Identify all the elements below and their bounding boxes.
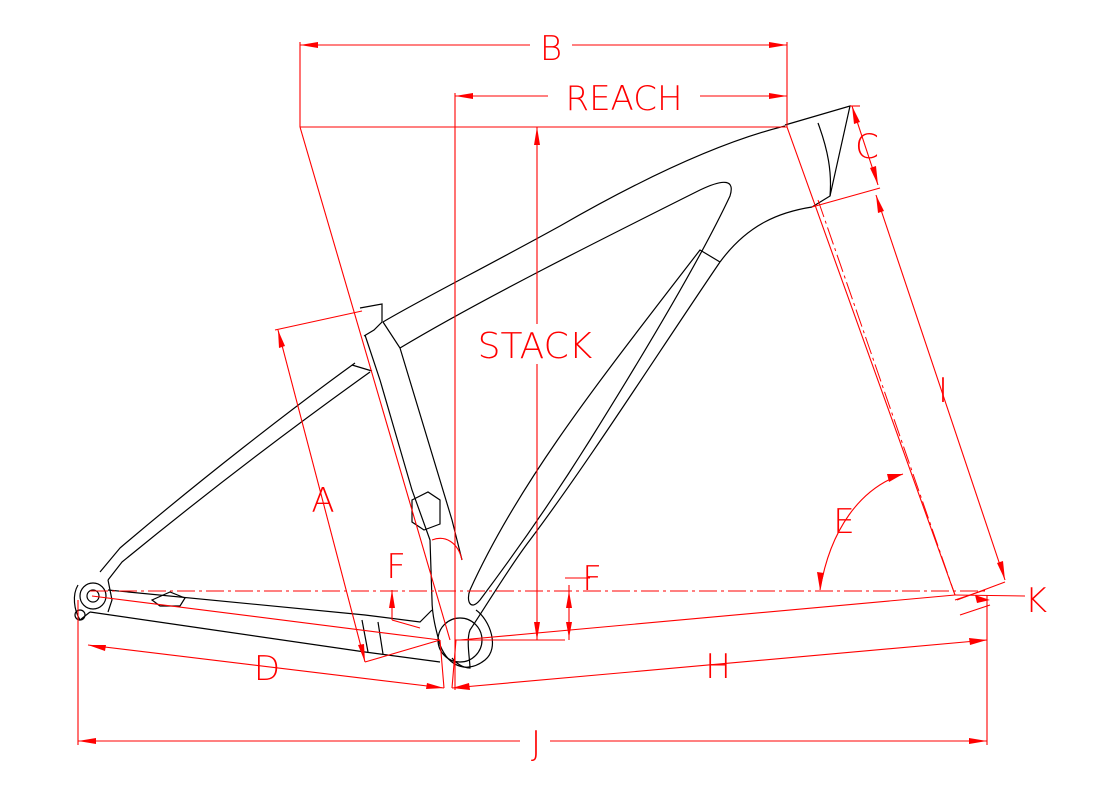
label-a: A — [311, 481, 334, 521]
dim-f-left-arc — [431, 537, 463, 561]
dim-a-line — [277, 329, 366, 663]
brake-mount — [150, 591, 186, 607]
dim-h-bb-ext — [451, 639, 457, 689]
head-tube-inner-curve — [817, 122, 832, 197]
label-k: K — [1025, 581, 1047, 621]
bb-vertical-ref — [364, 639, 441, 663]
seat-tube-front — [382, 321, 463, 561]
label-e: E — [833, 502, 854, 542]
top-tube-upper — [382, 125, 786, 323]
head-axis-centerline — [817, 199, 956, 596]
label-reach: REACH — [565, 79, 682, 119]
dim-k-line — [954, 594, 1026, 597]
dim-c-ext-bottom — [811, 187, 881, 208]
top-tube-lower — [719, 206, 813, 263]
dimension-labels: B REACH C STACK I A E F F K D H J — [254, 28, 1047, 764]
seat-stay-lower — [107, 371, 371, 581]
seat-axis — [299, 126, 451, 641]
cable-guide — [411, 491, 441, 531]
label-j: J — [531, 724, 541, 764]
bb-to-front-axle — [459, 594, 956, 641]
dim-a-ext — [274, 310, 363, 331]
seat-clamp — [359, 303, 383, 337]
label-c: C — [855, 127, 879, 167]
frame-outline — [73, 105, 851, 669]
chain-stay-upper — [107, 589, 433, 623]
label-f-right: F — [582, 559, 602, 599]
seat-stay-upper — [99, 362, 356, 573]
label-stack: STACK — [478, 326, 593, 367]
dim-d-ext-bb — [439, 639, 445, 689]
chainstay-bridge — [361, 619, 384, 655]
head-tube — [784, 105, 851, 208]
seat-tube-rear — [364, 334, 433, 601]
head-tube-axis — [786, 126, 956, 596]
bb-shell — [431, 599, 494, 668]
dimension-lines — [77, 42, 1026, 745]
top-tube-window — [399, 181, 732, 606]
label-d: D — [254, 649, 280, 689]
dim-k-box-1 — [954, 589, 986, 601]
label-b: B — [540, 29, 562, 69]
label-i: I — [938, 371, 948, 411]
dim-d-line — [87, 644, 445, 689]
rear-to-bb-line — [91, 595, 441, 641]
label-h: H — [705, 647, 731, 687]
chain-stay-lower — [89, 611, 441, 663]
down-tube-lower — [451, 261, 721, 669]
dim-f-left-tick — [391, 619, 421, 629]
rear-axle-inner — [86, 589, 100, 603]
label-f-left: F — [386, 547, 406, 587]
derailleur-hanger — [74, 609, 86, 621]
rear-axle — [79, 582, 107, 610]
seat-stay-junction — [351, 364, 373, 372]
dim-h-line — [451, 639, 988, 689]
dim-k-box-2 — [959, 604, 991, 616]
dim-i-line — [875, 194, 1006, 581]
